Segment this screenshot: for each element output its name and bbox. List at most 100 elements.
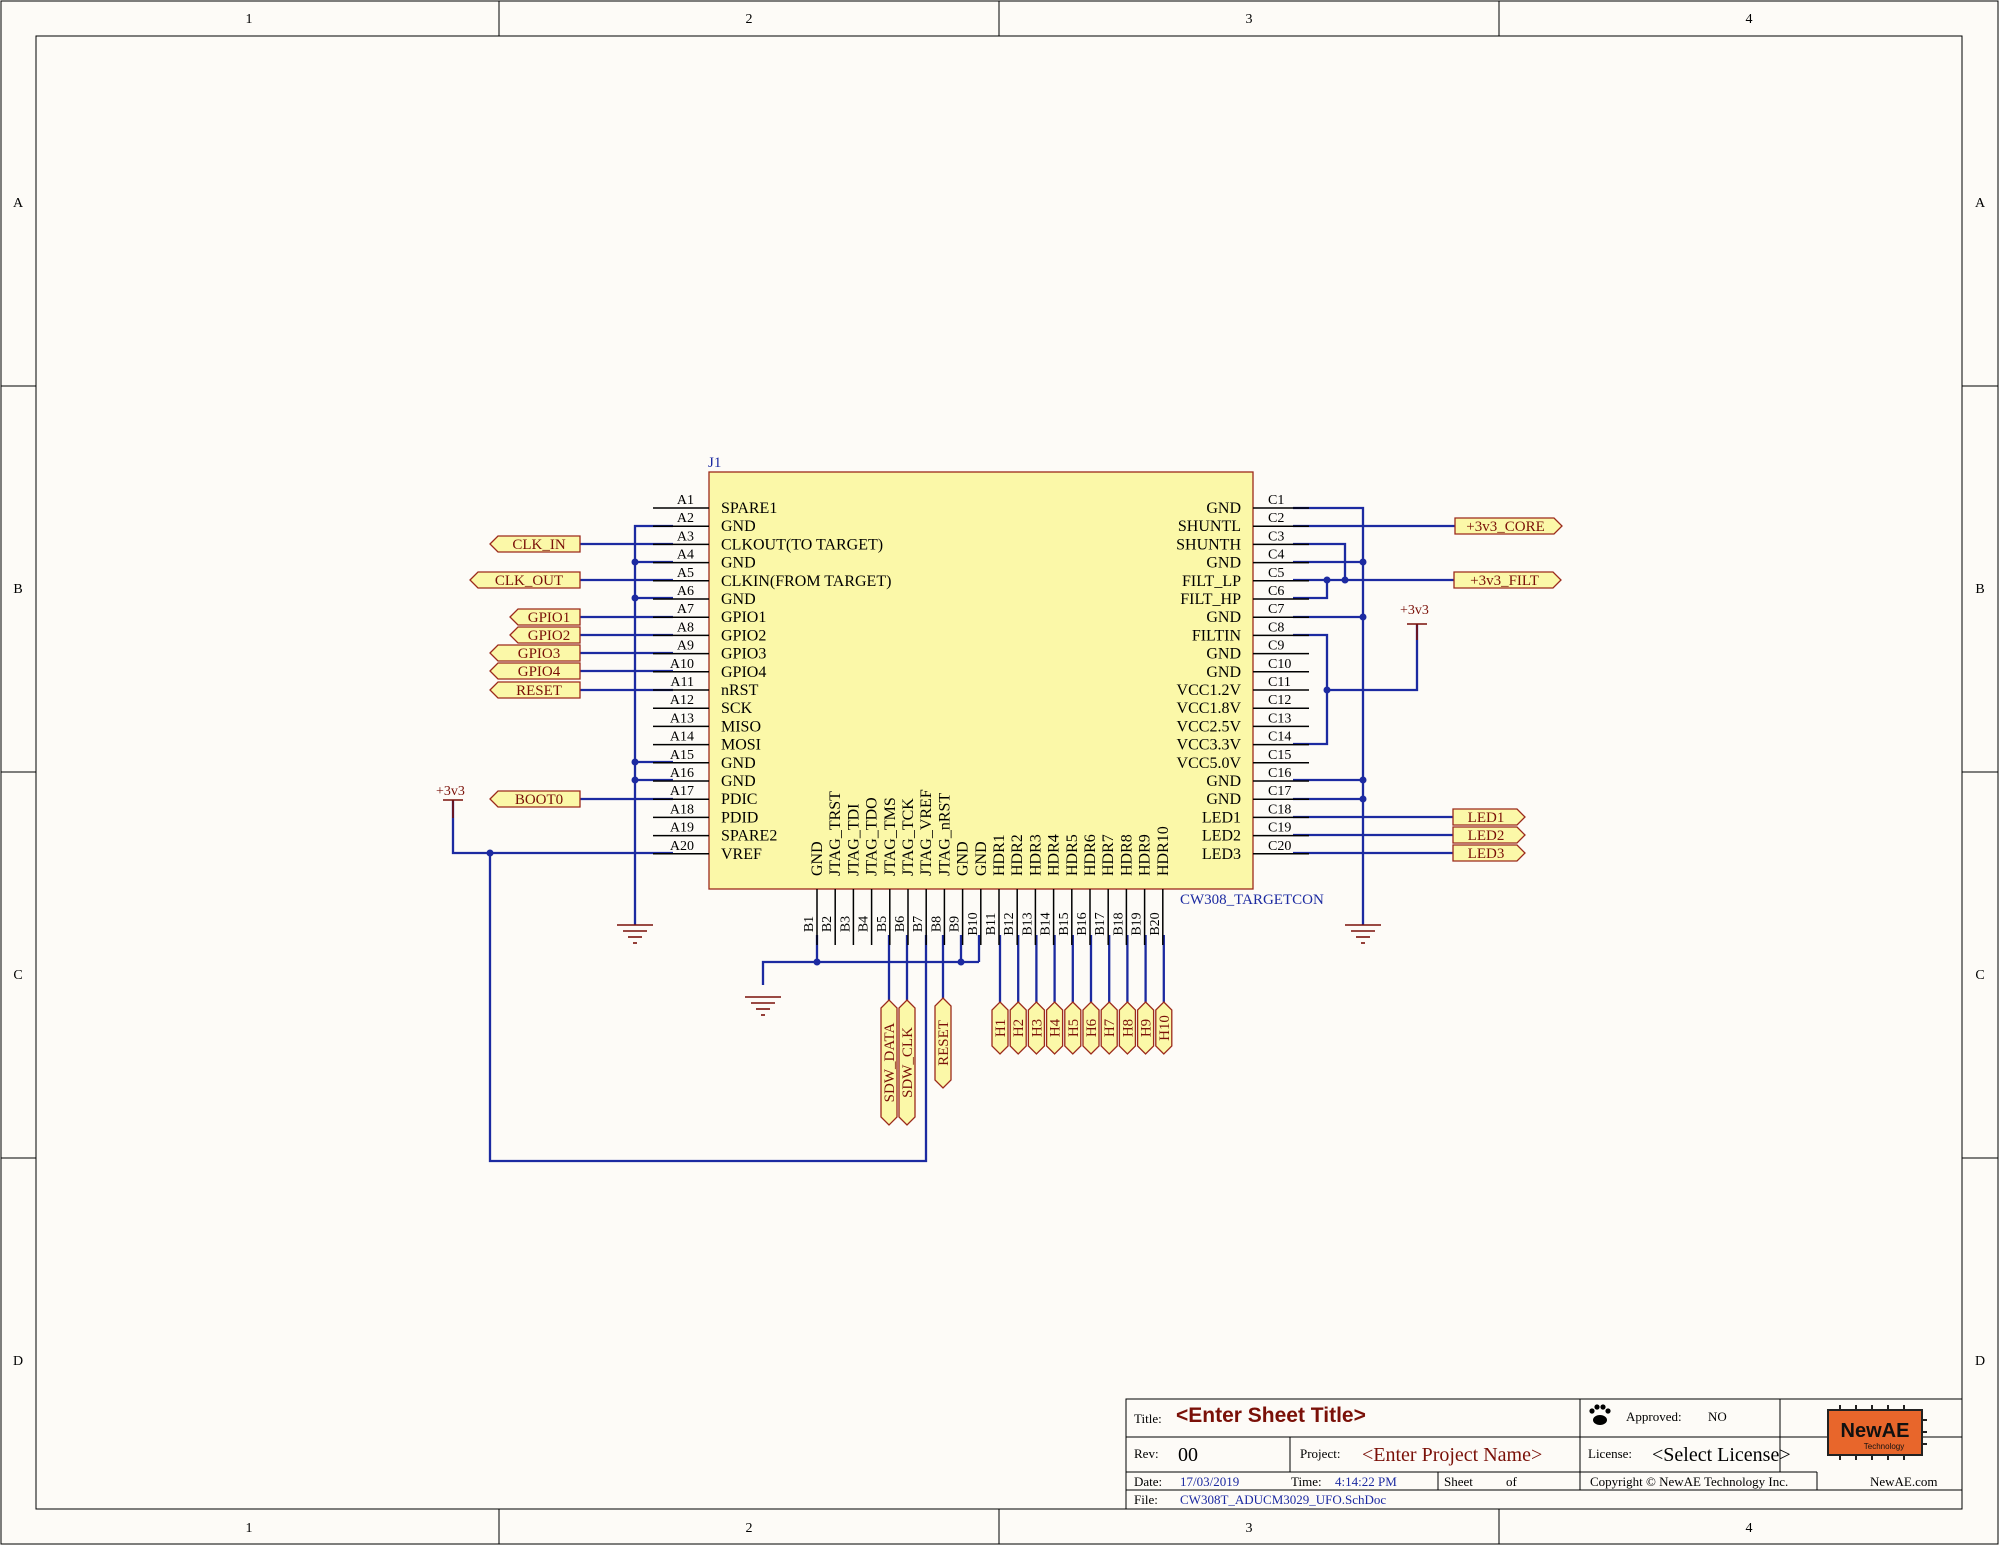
port-h4: H4 — [1045, 1001, 1064, 1055]
pin-b: B9 GND — [948, 841, 972, 945]
port-label: GPIO1 — [528, 610, 571, 626]
port-label: H10 — [1157, 1015, 1173, 1041]
pin-name: SCK — [721, 700, 753, 717]
pin-name: VCC1.8V — [1177, 700, 1242, 717]
pin-name: GND — [721, 773, 756, 790]
license-label: License: — [1588, 1446, 1632, 1461]
port-led1: LED1 — [1452, 808, 1526, 826]
pin-name: LED2 — [1202, 828, 1241, 845]
pin-a: A16 GND — [653, 766, 756, 790]
component-designator: J1 — [708, 455, 721, 471]
pin-number: B9 — [948, 916, 963, 932]
pin-name: GND — [1206, 500, 1241, 517]
port-label: LED3 — [1468, 846, 1505, 862]
pin-name: JTAG_nRST — [936, 793, 953, 876]
pin-name: JTAG_TRST — [827, 791, 844, 876]
pin-number: B16 — [1075, 912, 1090, 935]
pin-number: C8 — [1268, 620, 1284, 635]
port-sdw-data: SDW_DATA — [880, 999, 898, 1126]
pin-number: B5 — [875, 916, 890, 932]
pin-name: HDR7 — [1100, 834, 1117, 876]
pin-number: A11 — [670, 675, 694, 690]
power-symbol-left: +3v3 — [436, 784, 465, 818]
pin-number: A16 — [670, 766, 694, 781]
pin-number: C10 — [1268, 657, 1291, 672]
port-h6: H6 — [1082, 1001, 1100, 1055]
pin-number: C6 — [1268, 584, 1284, 599]
date-value: 17/03/2019 — [1180, 1474, 1239, 1489]
file-label: File: — [1134, 1492, 1158, 1507]
time-label: Time: — [1291, 1474, 1322, 1489]
port-label: H7 — [1102, 1018, 1118, 1037]
pin-number: A13 — [670, 711, 694, 726]
pin-number: C5 — [1268, 566, 1284, 581]
pin-name: LED1 — [1202, 809, 1241, 826]
pin-name: PDID — [721, 809, 758, 826]
pin-b: B20 HDR10 — [1148, 826, 1172, 945]
pin-c: C1 GND — [1206, 493, 1309, 517]
pin-name: HDR2 — [1009, 834, 1026, 876]
pin-name: MISO — [721, 718, 761, 735]
port-label: H3 — [1029, 1019, 1045, 1037]
pin-number: A10 — [670, 657, 694, 672]
port-boot0: BOOT0 — [489, 790, 581, 808]
zone-label-bottom: 2 — [746, 1521, 753, 1536]
pin-number: B17 — [1093, 912, 1108, 935]
pin-number: A3 — [677, 529, 694, 544]
port-label: SDW_CLK — [900, 1027, 916, 1098]
pin-name: GND — [1206, 646, 1241, 663]
zone-label-top: 1 — [246, 12, 253, 27]
port-label: SDW_DATA — [882, 1023, 898, 1103]
pin-number: B6 — [893, 916, 908, 932]
port-label: BOOT0 — [515, 792, 563, 808]
pin-number: B20 — [1148, 912, 1163, 935]
pin-number: A9 — [677, 639, 694, 654]
pin-number: B18 — [1111, 912, 1126, 935]
pin-name: HDR9 — [1137, 834, 1154, 876]
port-h9: H9 — [1136, 1001, 1155, 1055]
pin-number: A5 — [677, 566, 694, 581]
pin-number: B13 — [1020, 912, 1035, 935]
pin-number: B11 — [984, 913, 999, 936]
port-label: H6 — [1084, 1018, 1100, 1037]
pin-number: C1 — [1268, 493, 1284, 508]
pin-number: A6 — [677, 584, 694, 599]
zone-label-top: 2 — [746, 12, 753, 27]
pin-name: GPIO4 — [721, 664, 766, 681]
pin-name: GND — [1206, 773, 1241, 790]
pin-name: HDR4 — [1046, 834, 1063, 876]
port-h8: H8 — [1118, 1001, 1136, 1055]
pin-name: SPARE2 — [721, 828, 777, 845]
port-h2: H2 — [1009, 1001, 1027, 1055]
pin-name: HDR10 — [1155, 826, 1172, 876]
zone-label-left: A — [13, 196, 24, 211]
pin-number: C14 — [1268, 730, 1291, 745]
pin-name: GND — [973, 841, 990, 876]
pin-number: A7 — [677, 602, 694, 617]
pin-name: VCC3.3V — [1177, 737, 1242, 754]
pin-name: GND — [955, 841, 972, 876]
project-name: <Enter Project Name> — [1362, 1444, 1542, 1466]
pin-number: A4 — [677, 548, 694, 563]
pin-number: B12 — [1002, 912, 1017, 935]
pin-name: HDR1 — [991, 834, 1008, 876]
newae-logo: NewAE Technology — [1827, 1405, 1927, 1460]
port-gpio2: GPIO2 — [509, 626, 581, 644]
port-label: GPIO4 — [518, 664, 561, 680]
